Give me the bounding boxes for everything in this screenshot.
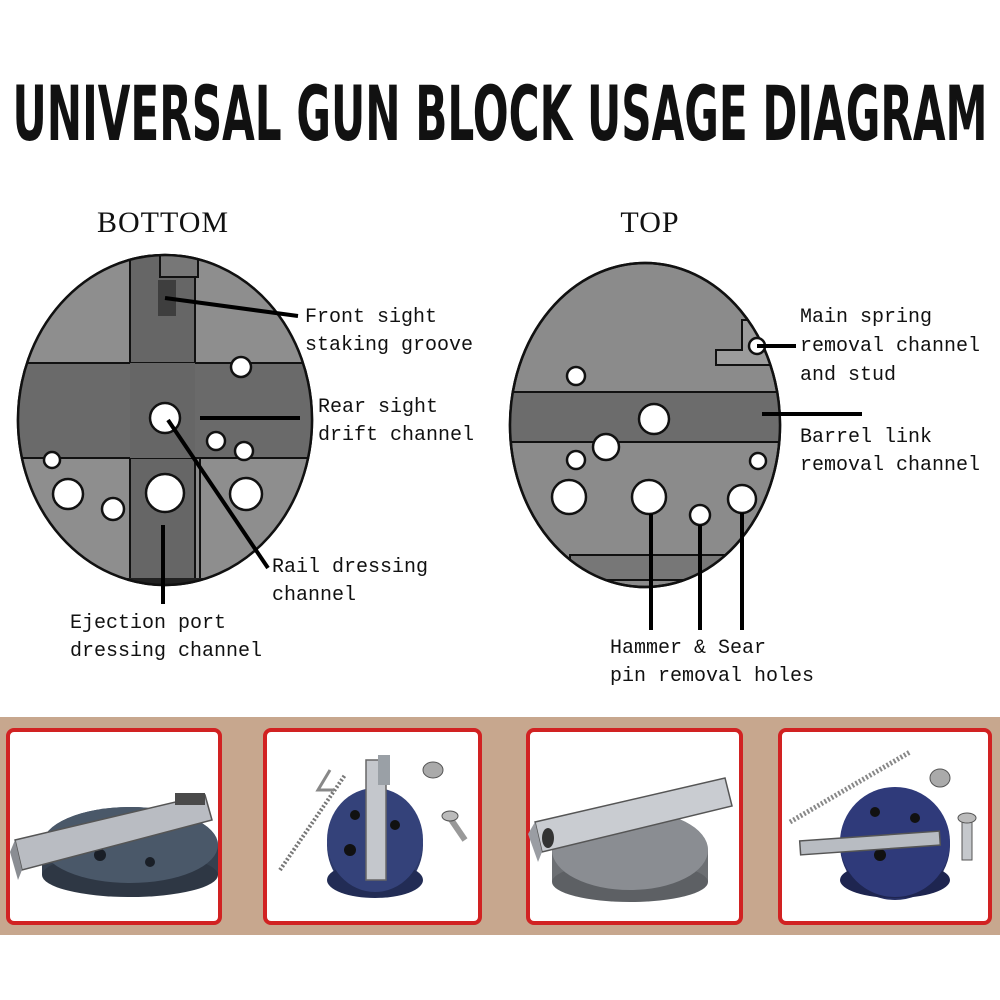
hammer-sear-label: Hammer & Sear [610,637,766,660]
main-spring-label-2: removal channel [800,335,980,358]
bottom-heading: BOTTOM [97,206,229,239]
gun-slide-on-block-icon [10,793,218,897]
photo-1 [6,728,222,925]
photo-3 [526,728,743,925]
front-sight-leader [164,296,299,318]
ejection-label: Ejection port [70,612,226,635]
rail-label: Rail dressing [272,556,428,579]
ejection-label-2: dressing channel [70,640,262,663]
rear-sight-label-2: drift channel [318,424,474,447]
barrel-link-label-2: removal channel [800,454,980,477]
front-sight-label: Front sight [305,306,437,329]
barrel-link-label: Barrel link [800,426,932,449]
rear-sight-label: Rear sight [318,396,438,419]
front-sight-label-2: staking groove [305,334,473,357]
hammer-sear-label-2: pin removal holes [610,665,814,688]
rail-leader [166,418,270,570]
top-heading: TOP [620,206,679,239]
slide-on-grey-block-icon [528,777,733,902]
rail-label-2: channel [272,584,356,607]
photo-2 [263,728,482,925]
barrel-parts-on-block-icon [278,755,468,898]
main-spring-label-3: and stud [800,364,896,387]
main-spring-label: Main spring [800,306,932,329]
page-title: UNIVERSAL GUN BLOCK USAGE DIAGRAM [13,69,988,158]
spring-and-barrel-on-navy-block-icon [788,749,977,900]
photo-4 [778,728,992,925]
